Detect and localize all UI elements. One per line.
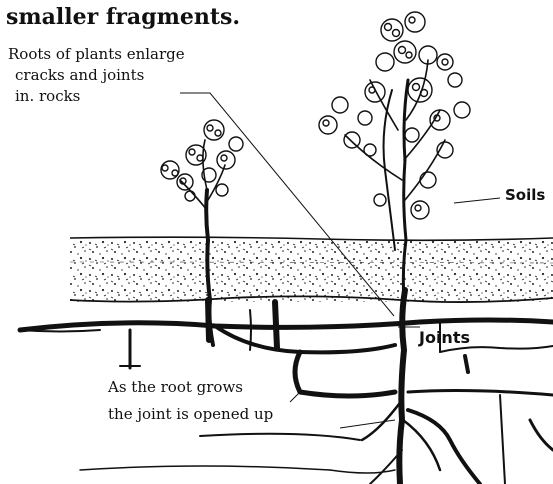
roots-label-line-2: cracks and joints [15,65,185,86]
root-grows-line-2: the joint is opened up [108,401,273,428]
rock-joints [20,302,553,484]
soils-label: Soils [505,188,545,203]
roots-enlarge-label: Roots of plants enlarge cracks and joint… [8,44,185,107]
root-grows-label: As the root grows the joint is opened up [108,374,273,428]
roots-label-line-3: in. rocks [15,86,185,107]
joints-label: Joints [419,330,470,346]
page-heading: smaller fragments. [6,6,240,28]
small-plant [161,120,243,345]
roots-label-line-1: Roots of plants enlarge [8,44,185,65]
root-grows-line-1: As the root grows [108,374,273,401]
soil-layer [70,237,553,302]
